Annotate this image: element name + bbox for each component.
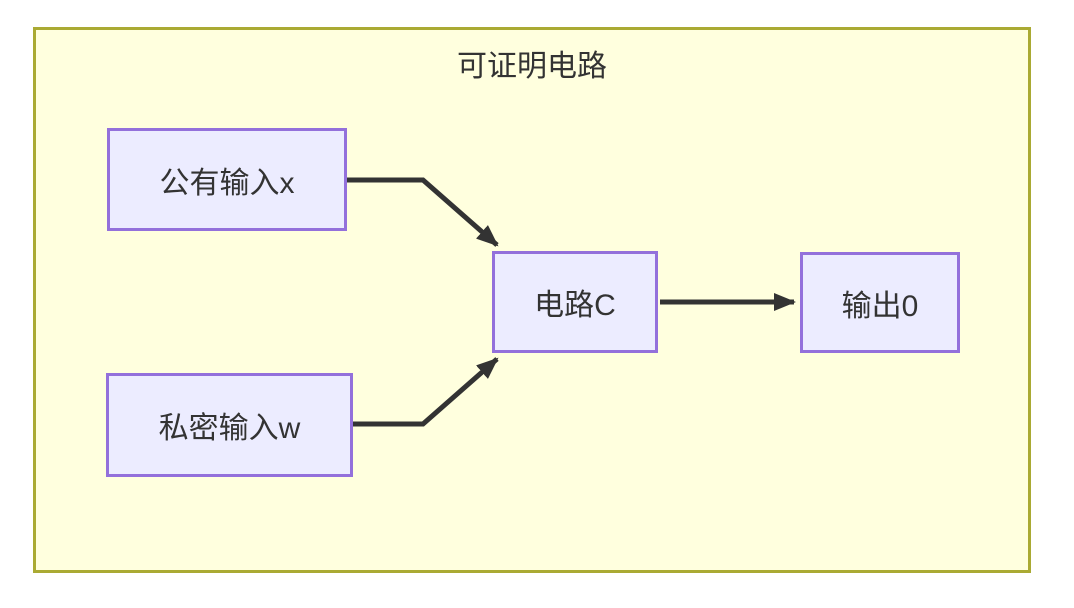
node-private-input-label: 私密输入w — [158, 412, 301, 445]
node-circuit-label: 电路C — [534, 289, 616, 322]
node-private-input: 私密输入w — [106, 373, 353, 477]
node-output: 输出0 — [800, 252, 960, 353]
subgraph-title: 可证明电路 — [457, 50, 607, 83]
node-public-input-label: 公有输入x — [159, 166, 295, 200]
node-circuit: 电路C — [492, 251, 658, 353]
node-public-input: 公有输入x — [107, 128, 347, 231]
node-output-label: 输出0 — [841, 289, 919, 323]
